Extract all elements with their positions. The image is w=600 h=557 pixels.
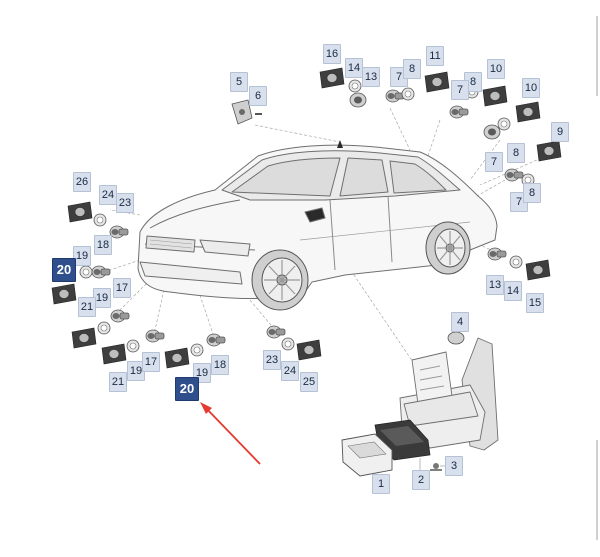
frame-edge-mark bbox=[596, 440, 598, 540]
callout-6[interactable]: 6 bbox=[249, 86, 267, 106]
callout-23[interactable]: 23 bbox=[116, 193, 134, 213]
callout-20-highlight[interactable]: 20 bbox=[52, 258, 76, 282]
callout-8[interactable]: 8 bbox=[403, 59, 421, 79]
callout-7[interactable]: 7 bbox=[451, 80, 469, 100]
callout-17[interactable]: 17 bbox=[142, 352, 160, 372]
callout-5[interactable]: 5 bbox=[230, 72, 248, 92]
callout-26[interactable]: 26 bbox=[73, 172, 91, 192]
callout-20-highlight[interactable]: 20 bbox=[175, 377, 199, 401]
frame-edge-mark bbox=[596, 16, 598, 96]
callout-10[interactable]: 10 bbox=[522, 78, 540, 98]
callout-1[interactable]: 1 bbox=[372, 474, 390, 494]
callout-13[interactable]: 13 bbox=[486, 275, 504, 295]
callout-19[interactable]: 19 bbox=[127, 361, 145, 381]
callout-24[interactable]: 24 bbox=[99, 185, 117, 205]
callout-3[interactable]: 3 bbox=[445, 456, 463, 476]
callout-18[interactable]: 18 bbox=[211, 355, 229, 375]
callout-13[interactable]: 13 bbox=[362, 67, 380, 87]
callout-21[interactable]: 21 bbox=[109, 372, 127, 392]
callout-21[interactable]: 21 bbox=[78, 297, 96, 317]
callout-16[interactable]: 16 bbox=[323, 44, 341, 64]
callout-8[interactable]: 8 bbox=[507, 143, 525, 163]
callout-19[interactable]: 19 bbox=[93, 288, 111, 308]
callout-19[interactable]: 19 bbox=[73, 246, 91, 266]
callout-7[interactable]: 7 bbox=[485, 152, 503, 172]
callout-10[interactable]: 10 bbox=[487, 59, 505, 79]
callout-17[interactable]: 17 bbox=[113, 278, 131, 298]
callout-25[interactable]: 25 bbox=[300, 372, 318, 392]
callout-9[interactable]: 9 bbox=[551, 122, 569, 142]
callout-14[interactable]: 14 bbox=[504, 281, 522, 301]
callout-15[interactable]: 15 bbox=[526, 293, 544, 313]
callout-23[interactable]: 23 bbox=[263, 350, 281, 370]
callout-2[interactable]: 2 bbox=[412, 470, 430, 490]
callout-8[interactable]: 8 bbox=[523, 183, 541, 203]
callout-14[interactable]: 14 bbox=[345, 58, 363, 78]
callout-24[interactable]: 24 bbox=[281, 361, 299, 381]
callout-18[interactable]: 18 bbox=[94, 235, 112, 255]
callout-11[interactable]: 11 bbox=[426, 46, 444, 66]
callout-4[interactable]: 4 bbox=[451, 312, 469, 332]
